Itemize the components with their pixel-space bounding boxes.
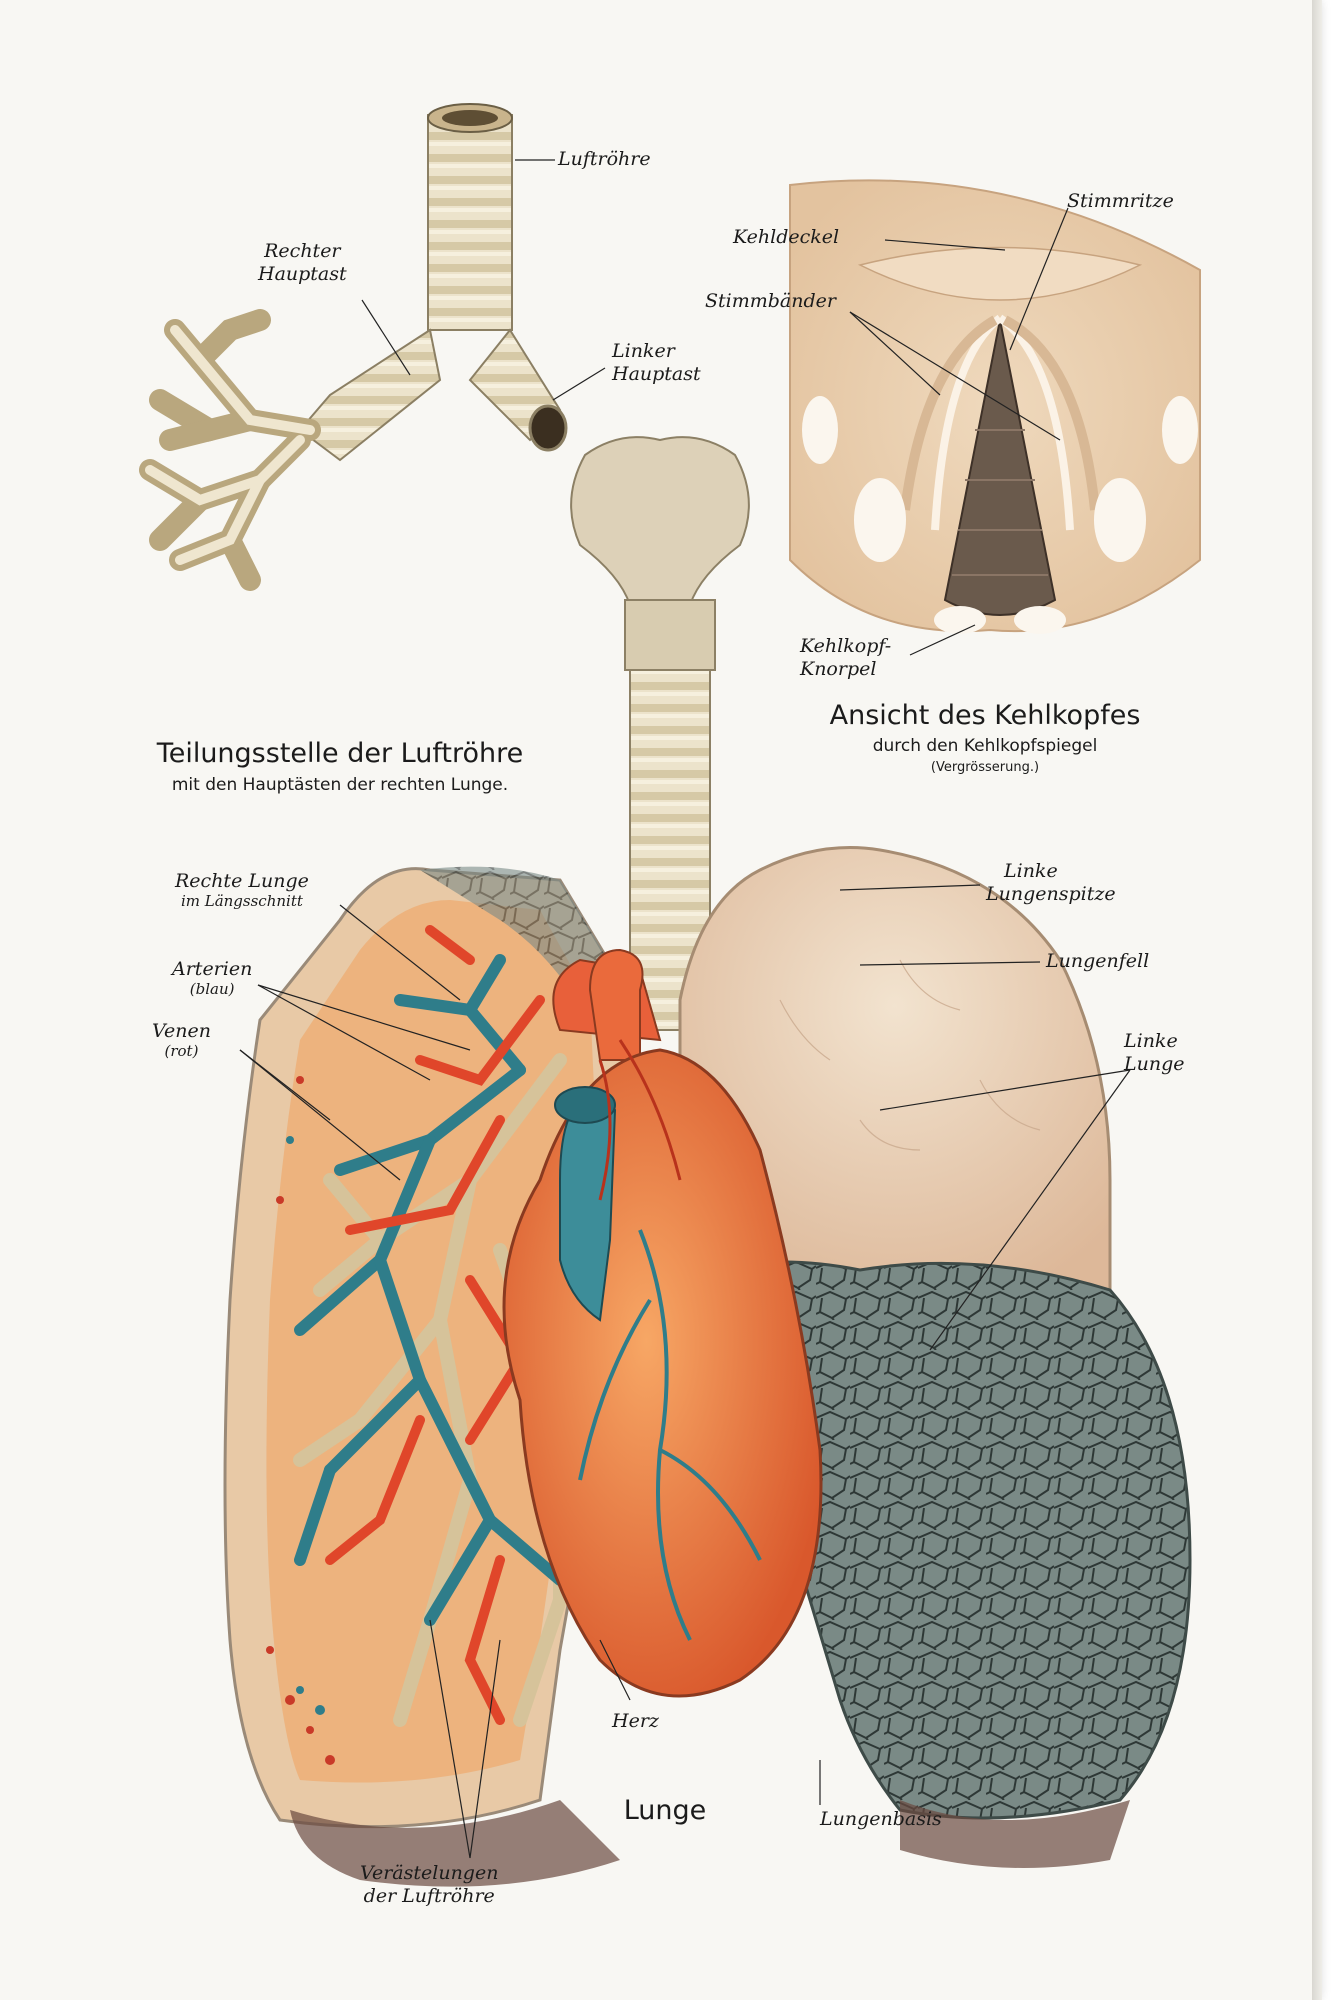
trachea-lumen xyxy=(442,110,498,126)
right-lung-section xyxy=(223,866,642,1829)
arytenoid-left xyxy=(854,478,906,562)
label-linker-hauptast: Linker Hauptast xyxy=(612,340,701,385)
label-veraestelungen: Verästelungen der Luftröhre xyxy=(360,1862,499,1907)
label-arterien: Arterien (blau) xyxy=(172,958,253,998)
label-lungenfell: Lungenfell xyxy=(1046,950,1150,972)
right-main-bronchus xyxy=(298,328,442,462)
right-lung-apex-network xyxy=(420,866,620,1040)
left-lung-base xyxy=(900,1800,1130,1868)
leader-rechter-hauptast xyxy=(361,299,411,376)
central-trachea xyxy=(570,436,750,1031)
label-luftroehre: Luftröhre xyxy=(558,148,651,170)
right-lung-base xyxy=(290,1800,620,1887)
trachea-upper-segment xyxy=(427,114,513,331)
label-kehlkopf-knorpel: Kehlkopf- Knorpel xyxy=(800,635,892,680)
aorta-arch xyxy=(588,948,644,1061)
caption-kehlkopf-note: (Vergrösserung.) xyxy=(930,760,1040,775)
arteries-blue xyxy=(294,954,566,1626)
label-linke-lunge: Linke Lunge xyxy=(1124,1030,1185,1075)
caption-lunge: Lunge xyxy=(623,1795,707,1826)
coronary-vessels xyxy=(578,1229,762,1641)
caption-kehlkopf-sub: durch den Kehlkopfspiegel xyxy=(872,736,1098,756)
label-rechte-lunge: Rechte Lunge im Längsschnitt xyxy=(175,870,309,910)
label-herz: Herz xyxy=(612,1710,659,1732)
cricoid-cartilage xyxy=(624,599,716,671)
thyroid-cartilage xyxy=(570,436,750,606)
label-stimmbaender: Stimmbänder xyxy=(705,290,836,312)
veins-red xyxy=(325,925,545,1725)
label-venen: Venen (rot) xyxy=(152,1020,211,1060)
left-bronchus-opening xyxy=(528,404,568,452)
leader-stimmbaender-b xyxy=(849,311,1061,441)
label-linke-lungenspitze: Linke Lungenspitze xyxy=(986,860,1116,905)
bronchial-tree-figure xyxy=(139,103,606,591)
label-lungenbasis: Lungenbasis xyxy=(820,1808,942,1830)
label-stimmritze: Stimmritze xyxy=(1067,190,1174,212)
glottis xyxy=(943,319,1057,616)
larynx-view-figure xyxy=(789,179,1201,656)
leader-kehldeckel xyxy=(884,239,1006,251)
caption-teilung-title: Teilungsstelle der Luftröhre xyxy=(156,738,524,769)
label-rechter-hauptast: Rechter Hauptast xyxy=(258,240,347,285)
caption-teilung-sub: mit den Hauptästen der rechten Lunge. xyxy=(171,775,509,795)
label-kehldeckel: Kehldeckel xyxy=(733,226,840,248)
leader-stimmbaender-a xyxy=(849,311,941,396)
panel-edge xyxy=(1312,0,1322,2000)
left-lung-upper xyxy=(678,846,1112,1302)
leader-lines-lower xyxy=(239,884,1131,1859)
leader-stimmritze xyxy=(1009,207,1069,351)
vessel-dots xyxy=(266,1076,335,1765)
leader-kehlkopf-knorpel xyxy=(909,624,976,656)
heart xyxy=(502,948,823,1698)
arytenoid-right xyxy=(1094,478,1146,562)
leader-linker-hauptast xyxy=(552,367,606,401)
caption-kehlkopf-title: Ansicht des Kehlkopfes xyxy=(829,700,1141,731)
